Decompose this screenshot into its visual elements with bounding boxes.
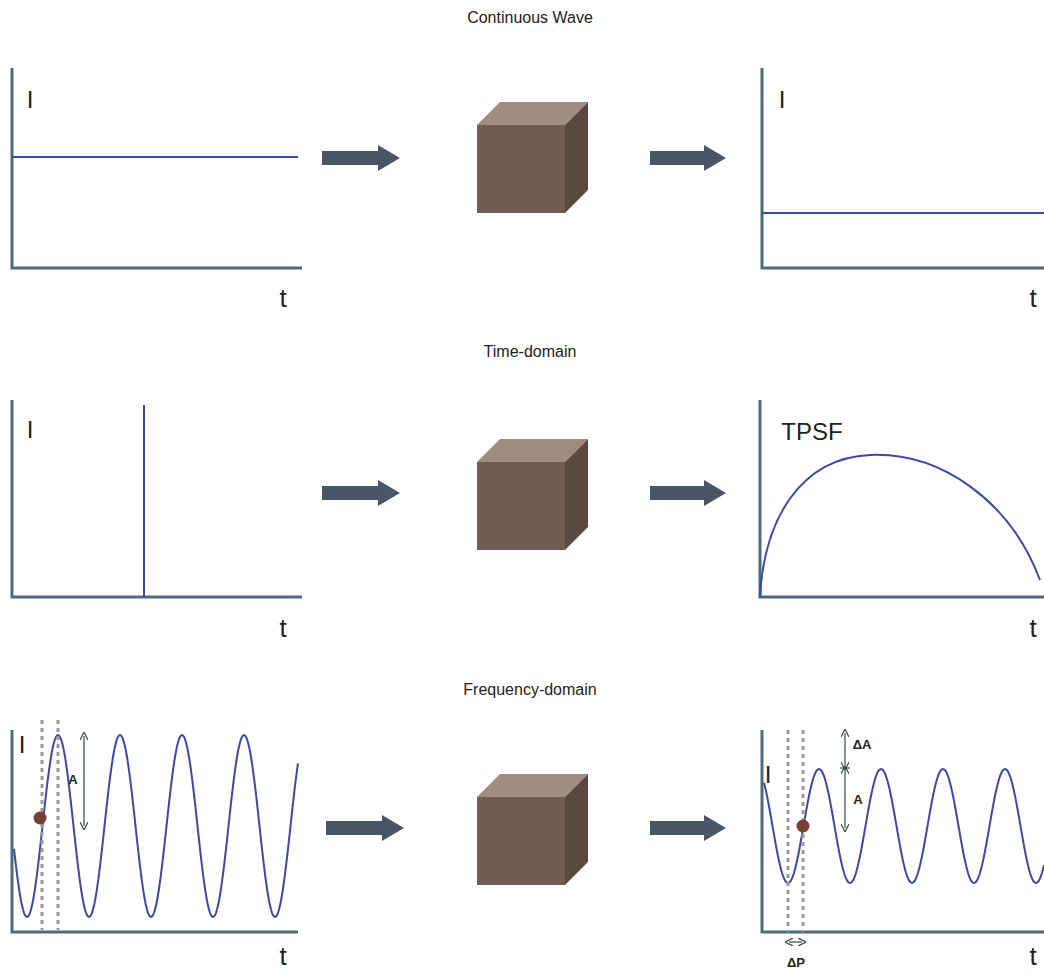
cube-face [565,439,588,550]
tissue-cube [477,102,588,885]
phase-dot [797,820,810,833]
axis-label: t [1029,284,1036,313]
axis-label: I [765,762,772,788]
flow-arrow [650,480,726,506]
row-heading: Continuous Wave [467,9,593,27]
cube-face [565,102,588,213]
amplitude-label: A [853,793,862,807]
axis-label: I [19,732,26,758]
axis-label: t [1029,614,1036,643]
axis-label: t [1029,942,1036,971]
axis-label: t [279,284,286,313]
axis-label: TPSF [781,419,842,445]
row-heading: Time-domain [484,343,577,361]
flow-arrows [322,145,726,841]
cube-face [565,774,588,885]
amplitude-change-label: ΔA [853,738,872,752]
signal [12,157,1044,917]
flow-arrow [650,815,726,841]
cube-face [477,462,565,550]
axes [12,68,1044,932]
axis-label: t [279,942,286,971]
flow-arrow [650,145,726,171]
flow-arrow [322,480,400,506]
axis-label: I [27,87,34,113]
axis-label: I [27,417,34,443]
amplitude-label: A [68,773,77,787]
flow-arrow [326,815,404,841]
dimension-arrows [84,733,850,942]
axis-label: t [279,614,286,643]
phase-markers [42,720,803,932]
cube-face [477,125,565,213]
cube-face [477,797,565,885]
axis-label: I [779,87,786,113]
row-heading: Frequency-domain [463,681,596,699]
phase-dot [34,812,47,825]
flow-arrow [322,145,400,171]
phase-shift-label: ΔP [787,956,805,970]
